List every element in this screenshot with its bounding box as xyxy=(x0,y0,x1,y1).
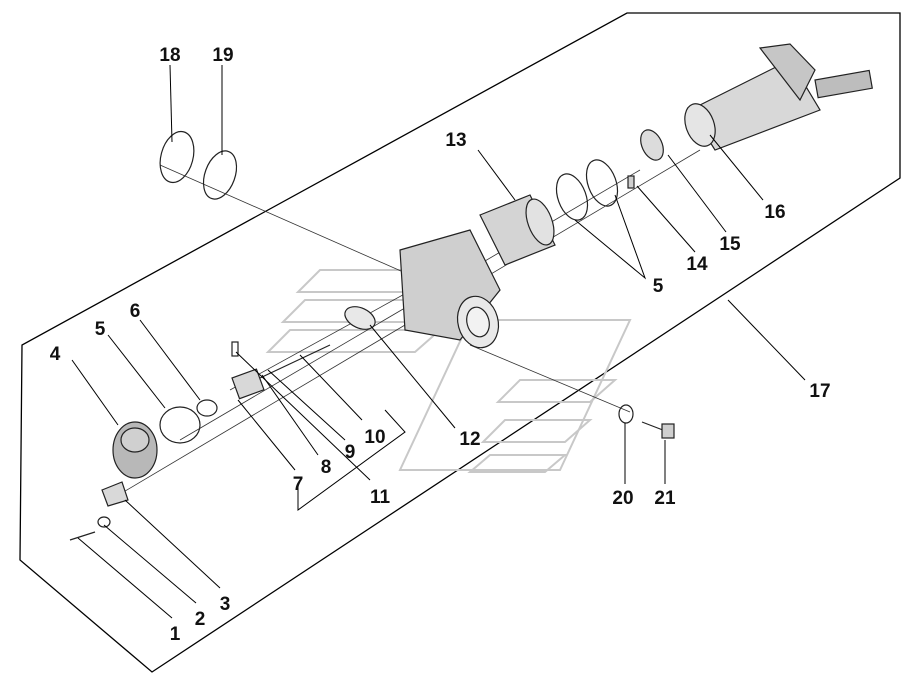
assembly-frame xyxy=(19,12,901,673)
part-18-seal-ring xyxy=(159,130,195,184)
part-21-bolt xyxy=(641,421,675,439)
part-1-bolt xyxy=(69,531,96,541)
part-3-bracket xyxy=(101,481,129,507)
callout-16: 16 xyxy=(764,202,785,223)
callout-2: 2 xyxy=(195,609,206,630)
part-12-gasket xyxy=(344,306,376,330)
part-15-ring xyxy=(640,129,664,161)
part-7-bushing xyxy=(231,368,265,400)
part-14-pin xyxy=(627,175,635,189)
callout-4: 4 xyxy=(50,344,61,365)
part-20-washer xyxy=(618,404,634,424)
leader-lines xyxy=(71,64,806,619)
callout-9: 9 xyxy=(345,442,356,463)
callout-5-upper: 5 xyxy=(653,276,664,297)
callout-6: 6 xyxy=(130,301,141,322)
callout-7: 7 xyxy=(293,474,304,495)
part-19-washer xyxy=(202,150,238,200)
callout-11: 11 xyxy=(370,487,391,508)
callout-20: 20 xyxy=(612,488,633,509)
callout-17: 17 xyxy=(809,381,830,402)
callout-labels: 1 2 3 4 5 6 7 8 9 10 11 12 13 14 15 16 1… xyxy=(50,45,831,645)
part-13-pump-body xyxy=(399,194,556,349)
callout-21: 21 xyxy=(654,488,676,509)
callout-15: 15 xyxy=(719,234,741,255)
part-9-screw xyxy=(259,344,331,379)
callout-10: 10 xyxy=(364,427,385,448)
part-16-shaft-housing xyxy=(684,43,873,151)
callout-1: 1 xyxy=(170,624,181,645)
callout-5: 5 xyxy=(95,319,106,340)
callout-14: 14 xyxy=(686,254,708,275)
callout-8: 8 xyxy=(321,457,332,478)
part-5-o-rings xyxy=(159,159,619,444)
callout-3: 3 xyxy=(220,594,231,615)
callout-12: 12 xyxy=(459,429,480,450)
callout-13: 13 xyxy=(445,130,466,151)
callout-18: 18 xyxy=(159,45,180,66)
callout-19: 19 xyxy=(212,45,233,66)
part-10-key xyxy=(231,341,239,357)
part-4-knob xyxy=(112,421,158,479)
part-2-washer xyxy=(97,516,111,528)
part-6-washer xyxy=(196,399,218,417)
